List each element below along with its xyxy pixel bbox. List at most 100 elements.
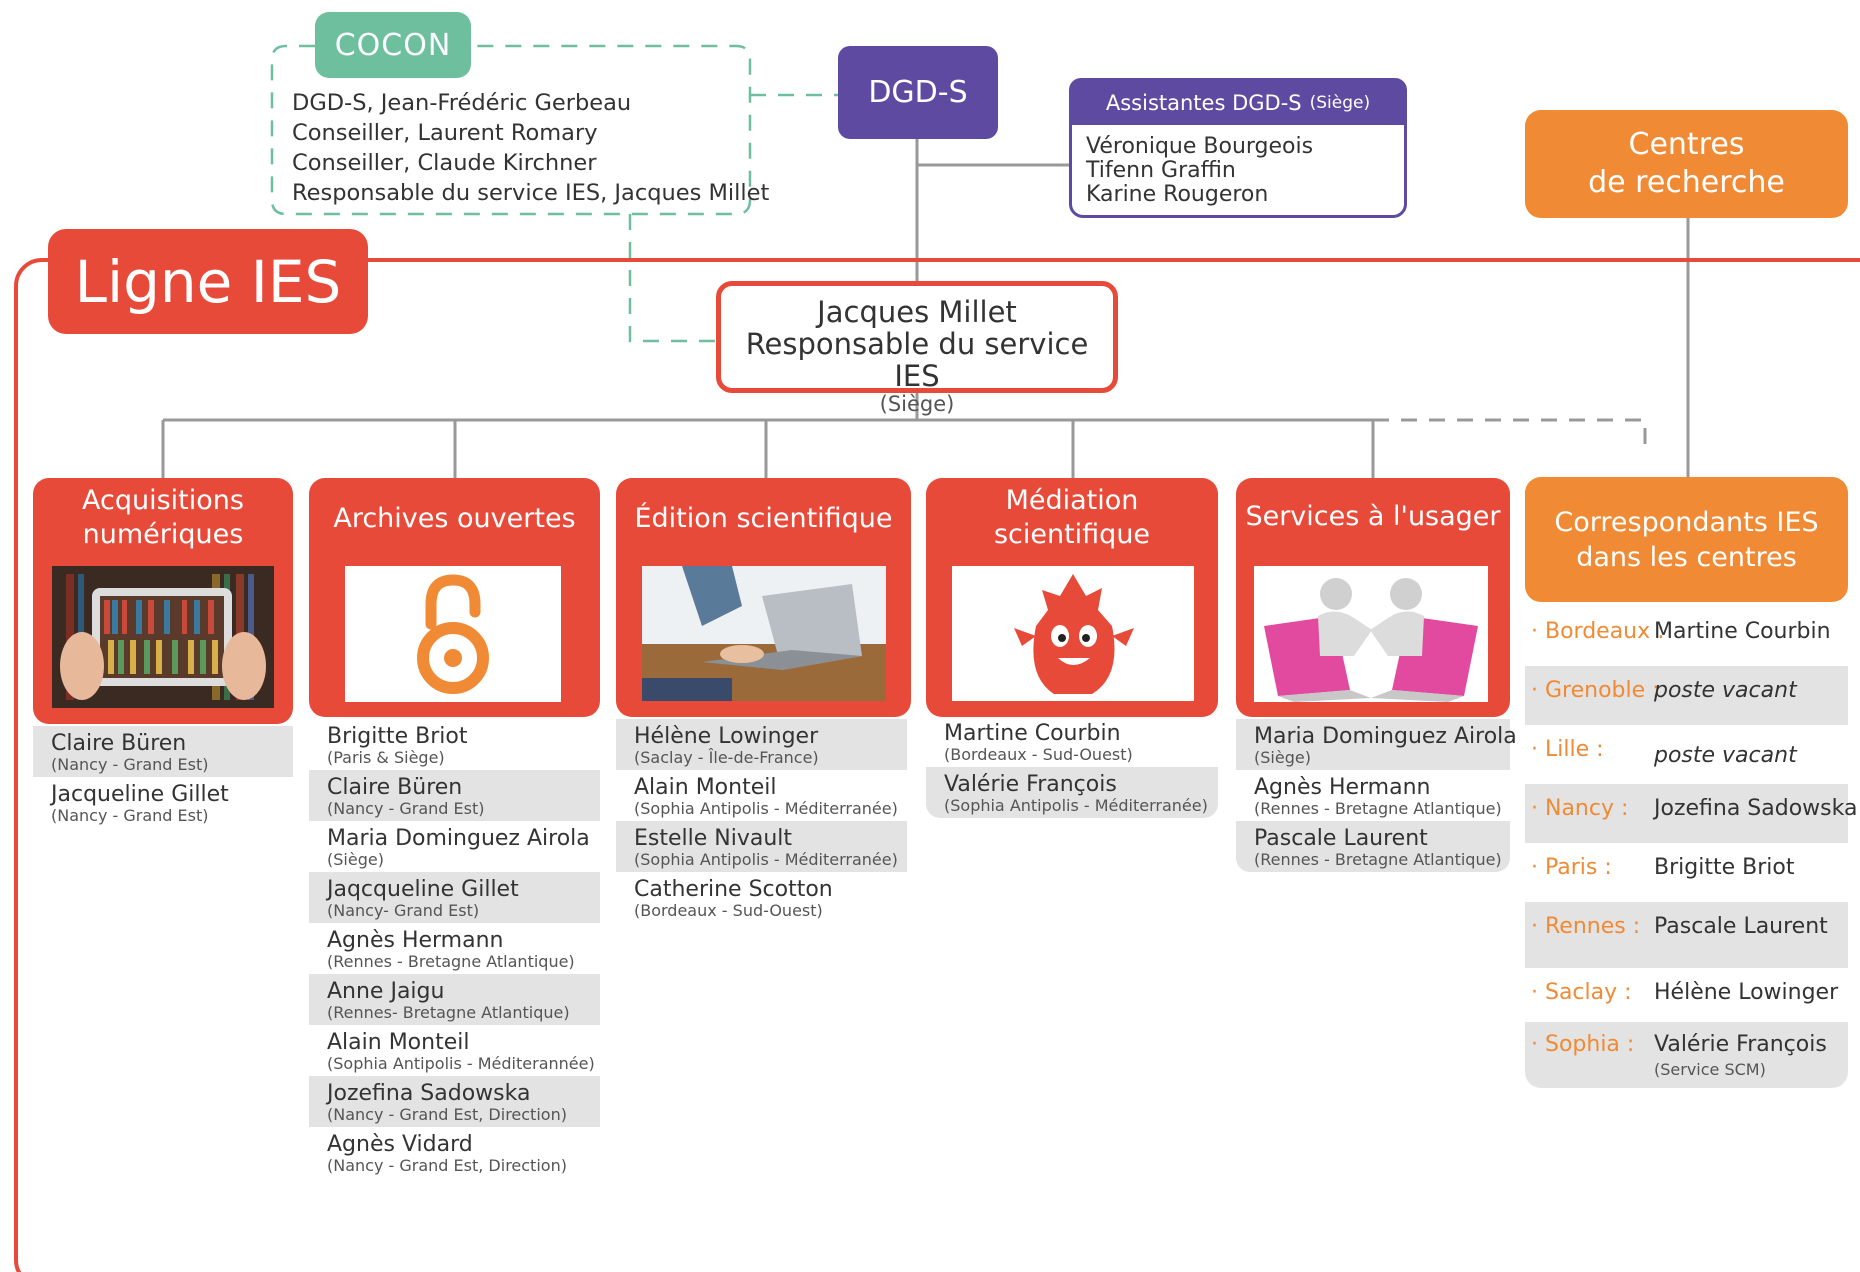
correspondant-name: poste vacant <box>1654 743 1797 768</box>
member-name: Claire Büren <box>327 775 463 800</box>
service-title: Archives ouvertes <box>309 502 600 536</box>
member-site: (Nancy - Grand Est, Direction) <box>327 1105 567 1124</box>
member-item: Alain Monteil (Sophia Antipolis - Médite… <box>309 1025 600 1076</box>
cocon-line: Conseiller, Claude Kirchner <box>292 150 597 176</box>
member-item: Catherine Scotton (Bordeaux - Sud-Ouest) <box>616 872 907 923</box>
correspondants-title-line: Correspondants IES <box>1554 506 1819 538</box>
member-item: Agnès Hermann (Rennes - Bretagne Atlanti… <box>309 923 600 974</box>
member-name: Alain Monteil <box>327 1030 470 1055</box>
member-name: Alain Monteil <box>634 775 777 800</box>
cocon-line: Conseiller, Laurent Romary <box>292 120 598 146</box>
member-item: Jozefina Sadowska (Nancy - Grand Est, Di… <box>309 1076 600 1127</box>
correspondant-name: poste vacant <box>1654 678 1797 703</box>
correspondant-name: Hélène Lowinger <box>1654 980 1839 1005</box>
correspondant-city: · Grenoble : <box>1531 678 1660 703</box>
correspondant-name: Pascale Laurent <box>1654 914 1828 939</box>
correspondant-city: · Sophia : <box>1531 1032 1635 1057</box>
cocon-tag: COCON <box>315 12 471 78</box>
member-name: Maria Dominguez Airola <box>327 826 590 851</box>
service-title-line: Acquisitions <box>82 485 244 516</box>
member-site: (Paris & Siège) <box>327 748 445 767</box>
member-site: (Nancy - Grand Est) <box>327 799 485 818</box>
correspondant-name: Brigitte Briot <box>1654 855 1795 880</box>
service-title-line: scientifique <box>993 519 1151 550</box>
cocon-members: DGD-S, Jean-Frédéric Gerbeau Conseiller,… <box>292 88 772 208</box>
member-item: Brigitte Briot (Paris & Siège) <box>309 719 600 770</box>
member-site: (Bordeaux - Sud-Ouest) <box>944 745 1133 764</box>
correspondants-title-line: dans les centres <box>1576 541 1797 573</box>
head-box: Jacques Millet Responsable du service IE… <box>716 281 1118 416</box>
ligne-ies-title: Ligne IES <box>48 229 368 334</box>
correspondant-name: Martine Courbin <box>1654 619 1831 644</box>
member-name: Hélène Lowinger <box>634 724 819 749</box>
service-members-usager: Maria Dominguez Airola (Siège) Agnès Her… <box>1236 719 1517 872</box>
service-title: Services à l'usager <box>1236 500 1510 534</box>
service-title: Acquisitions numériques <box>33 484 293 552</box>
member-site: (Rennes - Bretagne Atlantique) <box>1254 850 1502 869</box>
member-site: (Rennes- Bretagne Atlantique) <box>327 1003 570 1022</box>
service-members-mediation: Martine Courbin (Bordeaux - Sud-Ouest) V… <box>926 716 1218 818</box>
correspondant-name: Valérie François <box>1654 1032 1827 1057</box>
member-site: (Nancy- Grand Est) <box>327 901 480 920</box>
member-site: (Nancy - Grand Est) <box>51 806 209 825</box>
correspondant-city: · Saclay : <box>1531 980 1632 1005</box>
head-site: (Siège) <box>879 392 955 416</box>
cocon-line: DGD-S, Jean-Frédéric Gerbeau <box>292 90 632 116</box>
correspondant-city: · Lille : <box>1531 737 1604 762</box>
assistantes-list: Véronique Bourgeois Tifenn Graffin Karin… <box>1069 122 1407 218</box>
correspondant-city: · Nancy : <box>1531 796 1629 821</box>
service-members-edition: Hélène Lowinger (Saclay - Île-de-France)… <box>616 719 907 923</box>
member-name: Agnès Hermann <box>1254 775 1431 800</box>
member-name: Pascale Laurent <box>1254 826 1428 851</box>
tablet-books-icon <box>52 566 274 708</box>
assistante-name: Véronique Bourgeois <box>1086 134 1314 159</box>
member-item: Maria Dominguez Airola (Siège) <box>1236 719 1517 770</box>
mascot-character-icon <box>952 566 1194 701</box>
member-site: (Siège) <box>1254 748 1311 767</box>
member-item: Estelle Nivault (Sophia Antipolis - Médi… <box>616 821 907 872</box>
correspondant-row: · Bordeaux : Martine Courbin <box>1525 607 1848 666</box>
member-name: Jaqcqueline Gillet <box>327 877 519 902</box>
member-item: Claire Büren (Nancy - Grand Est) <box>33 726 293 777</box>
member-site: (Bordeaux - Sud-Ouest) <box>634 901 823 920</box>
centres-box: Centres de recherche <box>1525 110 1848 218</box>
correspondant-row: · Sophia : Valérie François (Service SCM… <box>1525 1022 1848 1088</box>
service-title-line: Services à l'usager <box>1245 501 1501 532</box>
assistante-name: Tifenn Graffin <box>1086 158 1236 183</box>
service-card-edition: Édition scientifique <box>616 478 911 717</box>
service-title-line: numériques <box>82 519 244 550</box>
service-members-acquisitions: Claire Büren (Nancy - Grand Est) Jacquel… <box>33 726 293 828</box>
member-name: Estelle Nivault <box>634 826 793 851</box>
member-name: Jacqueline Gillet <box>51 782 229 807</box>
member-site: (Siège) <box>327 850 384 869</box>
service-title-line: Édition scientifique <box>634 503 893 534</box>
correspondant-note: (Service SCM) <box>1654 1060 1766 1079</box>
member-name: Valérie François <box>944 772 1117 797</box>
head-role: Responsable du service IES <box>745 327 1089 393</box>
member-item: Valérie François (Sophia Antipolis - Méd… <box>926 767 1218 818</box>
open-access-lock-icon <box>345 566 561 702</box>
ligne-ies-frame <box>14 258 1860 1272</box>
dgds-box: DGD-S <box>838 46 998 139</box>
correspondant-row: · Paris : Brigitte Briot <box>1525 843 1848 902</box>
member-site: (Sophia Antipolis - Méditerranée) <box>944 796 1208 815</box>
assistantes-title: Assistantes DGD-S <box>1105 91 1302 115</box>
member-name: Agnès Vidard <box>327 1132 473 1157</box>
member-item: Claire Büren (Nancy - Grand Est) <box>309 770 600 821</box>
assistantes-header: Assistantes DGD-S (Siège) <box>1069 78 1407 128</box>
correspondant-name: Jozefina Sadowska <box>1654 796 1858 821</box>
correspondants-list: · Bordeaux : Martine Courbin · Grenoble … <box>1525 607 1857 1088</box>
centres-line1: Centres <box>1628 127 1745 162</box>
service-title-line: Archives ouvertes <box>333 503 576 534</box>
member-name: Agnès Hermann <box>327 928 504 953</box>
correspondant-city: · Bordeaux : <box>1531 619 1665 644</box>
member-site: (Rennes - Bretagne Atlantique) <box>327 952 575 971</box>
correspondant-row: · Grenoble : poste vacant <box>1525 666 1848 725</box>
correspondant-row: · Nancy : Jozefina Sadowska <box>1525 784 1857 843</box>
correspondant-city: · Rennes : <box>1531 914 1641 939</box>
member-item: Agnès Vidard (Nancy - Grand Est, Directi… <box>309 1127 600 1178</box>
service-members-archives: Brigitte Briot (Paris & Siège) Claire Bü… <box>309 719 600 1178</box>
correspondant-city: · Paris : <box>1531 855 1612 880</box>
member-site: (Nancy - Grand Est, Direction) <box>327 1156 567 1175</box>
member-name: Brigitte Briot <box>327 724 468 749</box>
